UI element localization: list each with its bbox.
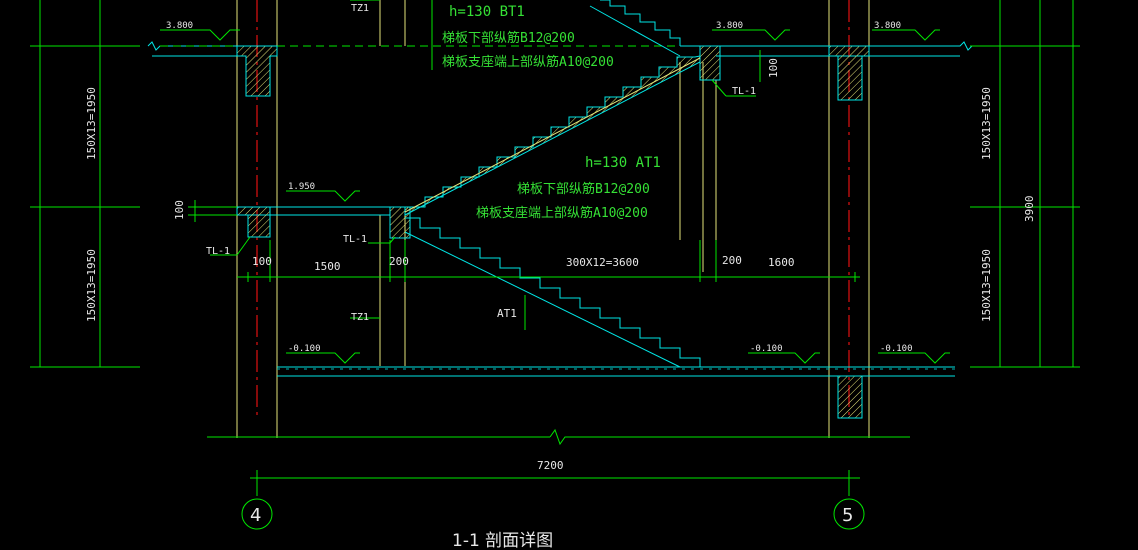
beams [236, 45, 870, 419]
axis-bubble-5 [833, 498, 865, 530]
flight-bt1-upper [589, 0, 681, 57]
dim-7200: 7200 [537, 459, 564, 472]
bt1-thickness: h=130 BT1 [449, 4, 525, 20]
dim-upper-right: 150X13=1950 [980, 87, 993, 160]
axis-bubble-4 [241, 498, 273, 530]
flight-at1-lower [404, 217, 701, 368]
level-markers [160, 29, 950, 364]
level-ground-left: -0.100 [288, 344, 321, 354]
axis-bubbles [241, 498, 865, 530]
dim-100-left: 100 [173, 200, 186, 220]
dimension-lines [30, 0, 1080, 496]
dim-total-right: 3900 [1023, 196, 1036, 223]
level-ground-mid: -0.100 [750, 344, 783, 354]
at1-top-rebar: 梯板支座端上部纵筋A10@200 [476, 205, 648, 221]
dim-100-right: 100 [767, 58, 780, 78]
dim-lower-left: 150X13=1950 [85, 249, 98, 322]
level-top-left: 3.800 [166, 21, 193, 31]
tag-tl1-right: TL-1 [732, 86, 756, 97]
level-landing: 1.950 [288, 182, 315, 192]
drawing-title: 1-1 剖面详图 [452, 531, 553, 550]
at1-label: AT1 [497, 307, 517, 320]
tag-tz1-top: TZ1 [351, 3, 369, 14]
level-top-right: 3.800 [874, 21, 901, 31]
dim-1500: 1500 [314, 260, 341, 273]
dim-100: 100 [252, 255, 272, 268]
at1-bottom-rebar: 梯板下部纵筋B12@200 [517, 181, 650, 197]
axis-label-5: 5 [842, 505, 853, 526]
axis-label-4: 4 [250, 505, 261, 526]
at1-thickness: h=130 AT1 [585, 155, 661, 171]
dim-upper-left: 150X13=1950 [85, 87, 98, 160]
dim-200-right: 200 [722, 254, 742, 267]
level-ground-right: -0.100 [880, 344, 913, 354]
tag-tl1-left: TL-1 [206, 246, 230, 257]
bt1-top-rebar: 梯板支座端上部纵筋A10@200 [442, 54, 614, 70]
dim-1600: 1600 [768, 256, 795, 269]
level-top-mid: 3.800 [716, 21, 743, 31]
dim-lower-right: 150X13=1950 [980, 249, 993, 322]
bt1-bottom-rebar: 梯板下部纵筋B12@200 [442, 30, 575, 46]
tag-tl1-mid: TL-1 [343, 234, 367, 245]
dim-run: 300X12=3600 [566, 256, 639, 269]
dim-200-left: 200 [389, 255, 409, 268]
flight-at1-upper [404, 55, 701, 216]
tag-tz1-bottom: TZ1 [351, 312, 369, 323]
